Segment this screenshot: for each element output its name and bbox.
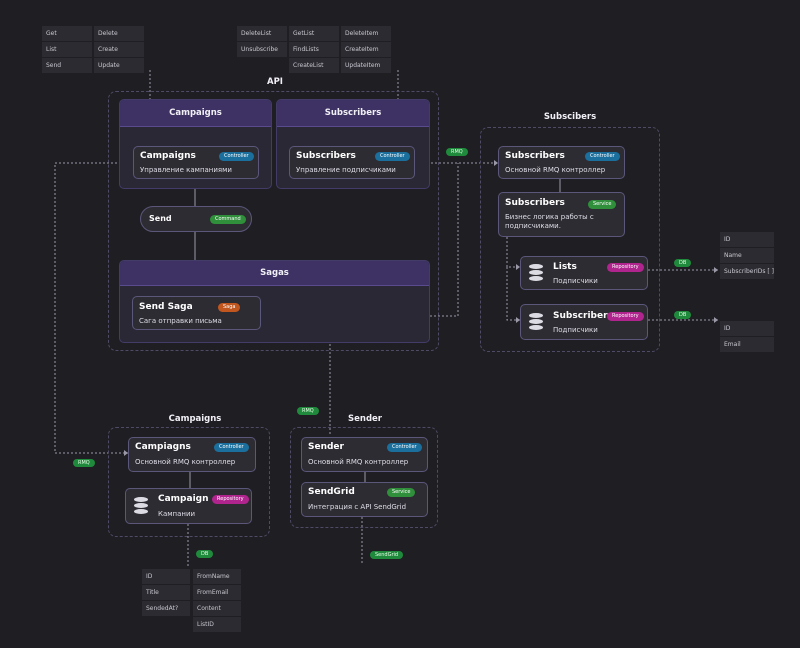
database-icon (529, 313, 543, 331)
action-findlists: FindLists (289, 42, 339, 57)
lists-field: Name (720, 248, 774, 263)
campaign-field: ID (142, 569, 190, 584)
sender-group-title: Sender (348, 414, 382, 424)
campaigns-controller-node[interactable]: Campaigns Controller Управление кампания… (133, 146, 259, 179)
repository-badge: Repository (607, 312, 644, 321)
sender-group (290, 427, 438, 528)
controller-badge: Controller (387, 443, 422, 452)
campaign-field: FromName (193, 569, 241, 584)
action-update: Update (94, 58, 144, 73)
action-create: Create (94, 42, 144, 57)
node-subtitle: Подписчики (553, 326, 598, 334)
panel-header: Subscribers (277, 100, 429, 127)
subscibers-group (480, 127, 660, 352)
lists-field: ID (720, 232, 774, 247)
rmq-tag: RMQ (73, 459, 95, 467)
action-getlist: GetList (289, 26, 339, 41)
controller-badge: Controller (375, 152, 410, 161)
node-title: Lists (553, 262, 577, 272)
subscribers-field: Email (720, 337, 774, 352)
action-createitem: CreateItem (341, 42, 391, 57)
node-subtitle: Управление подписчиками (296, 166, 396, 174)
controller-badge: Controller (214, 443, 249, 452)
action-updateitem: UpdateItem (341, 58, 391, 73)
node-subtitle: Бизнес логика работы с (505, 213, 594, 221)
node-subtitle: Основной RMQ контроллер (505, 166, 606, 174)
panel-header: Sagas (120, 261, 429, 286)
node-title: Subscribers (296, 151, 356, 161)
node-subtitle: Интеграция с API SendGrid (308, 503, 407, 511)
db-tag: DB (196, 550, 214, 558)
campaign-repository-node[interactable]: Campaign Repository Кампании (125, 488, 252, 524)
subscribers-repository-node[interactable]: Subscribers Repository Подписчики (520, 304, 648, 340)
action-get: Get (42, 26, 92, 41)
action-unsubscribe: Unsubscribe (237, 42, 287, 57)
repository-badge: Repository (607, 263, 644, 272)
rmq-tag: RMQ (297, 407, 319, 415)
lists-field: SubscriberIDs [ ] (720, 264, 774, 279)
database-icon (529, 264, 543, 282)
node-title: SendGrid (308, 487, 355, 497)
node-title: Send (149, 214, 172, 223)
campaigns-group (108, 427, 270, 537)
node-title: Subscribers (505, 198, 565, 208)
node-subtitle: Сага отправки письма (139, 317, 222, 325)
subscribers-rmq-controller-node[interactable]: Subscribers Controller Основной RMQ конт… (498, 146, 625, 179)
action-list: List (42, 42, 92, 57)
database-icon (134, 497, 148, 515)
node-title: Campaigns (140, 151, 196, 161)
node-subtitle: Основной RMQ контроллер (135, 458, 236, 466)
campaign-field: FromEmail (193, 585, 241, 600)
send-command-node[interactable]: Send Command (140, 206, 252, 232)
command-badge: Command (210, 215, 246, 224)
node-subtitle: подписчиками. (505, 222, 561, 230)
api-group-title: API (267, 77, 283, 87)
sendgrid-service-node[interactable]: SendGrid Service Интеграция с API SendGr… (301, 482, 428, 517)
campaign-field: Content (193, 601, 241, 616)
controller-badge: Controller (585, 152, 620, 161)
campaigns-rmq-controller-node[interactable]: Campiagns Controller Основной RMQ контро… (128, 437, 256, 472)
db-tag: DB (674, 259, 692, 267)
controller-badge: Controller (219, 152, 254, 161)
action-createlist: CreateList (289, 58, 339, 73)
campaign-field: Title (142, 585, 190, 600)
sender-rmq-controller-node[interactable]: Sender Controller Основной RMQ контролле… (301, 437, 428, 472)
service-badge: Service (387, 488, 416, 497)
subscibers-group-title: Subscibers (543, 112, 597, 122)
campaign-field: ListID (193, 617, 241, 632)
action-deletelist: DeleteList (237, 26, 287, 41)
subscribers-service-node[interactable]: Subscribers Service Бизнес логика работы… (498, 192, 625, 237)
saga-badge: Saga (218, 303, 241, 312)
node-title: Subscribers (505, 151, 565, 161)
campaign-field: SendedAt? (142, 601, 190, 616)
action-deleteitem: DeleteItem (341, 26, 391, 41)
service-badge: Service (588, 200, 617, 209)
api-group (108, 91, 439, 351)
subscribers-controller-node[interactable]: Subscribers Controller Управление подпис… (289, 146, 415, 179)
repository-badge: Repository (212, 495, 249, 504)
node-title: Campaign (158, 494, 209, 504)
node-subtitle: Управление кампаниями (140, 166, 232, 174)
connector (506, 267, 520, 321)
panel-header: Campaigns (120, 100, 271, 127)
lists-repository-node[interactable]: Lists Repository Подписчики (520, 256, 648, 290)
node-title: Send Saga (139, 302, 193, 312)
sendgrid-tag: SendGrid (370, 551, 404, 559)
node-subtitle: Кампании (158, 510, 196, 518)
connector (54, 162, 133, 454)
action-send: Send (42, 58, 92, 73)
node-subtitle: Подписчики (553, 277, 598, 285)
action-delete: Delete (94, 26, 144, 41)
node-title: Subscribers (553, 311, 613, 321)
db-tag: DB (674, 311, 692, 319)
node-subtitle: Основной RMQ контроллер (308, 458, 409, 466)
rmq-tag: RMQ (446, 148, 468, 156)
campaigns-group-title: Campaigns (168, 414, 222, 424)
node-title: Campiagns (135, 442, 191, 452)
node-title: Sender (308, 442, 344, 452)
send-saga-node[interactable]: Send Saga Saga Сага отправки письма (132, 296, 261, 330)
subscribers-field: ID (720, 321, 774, 336)
